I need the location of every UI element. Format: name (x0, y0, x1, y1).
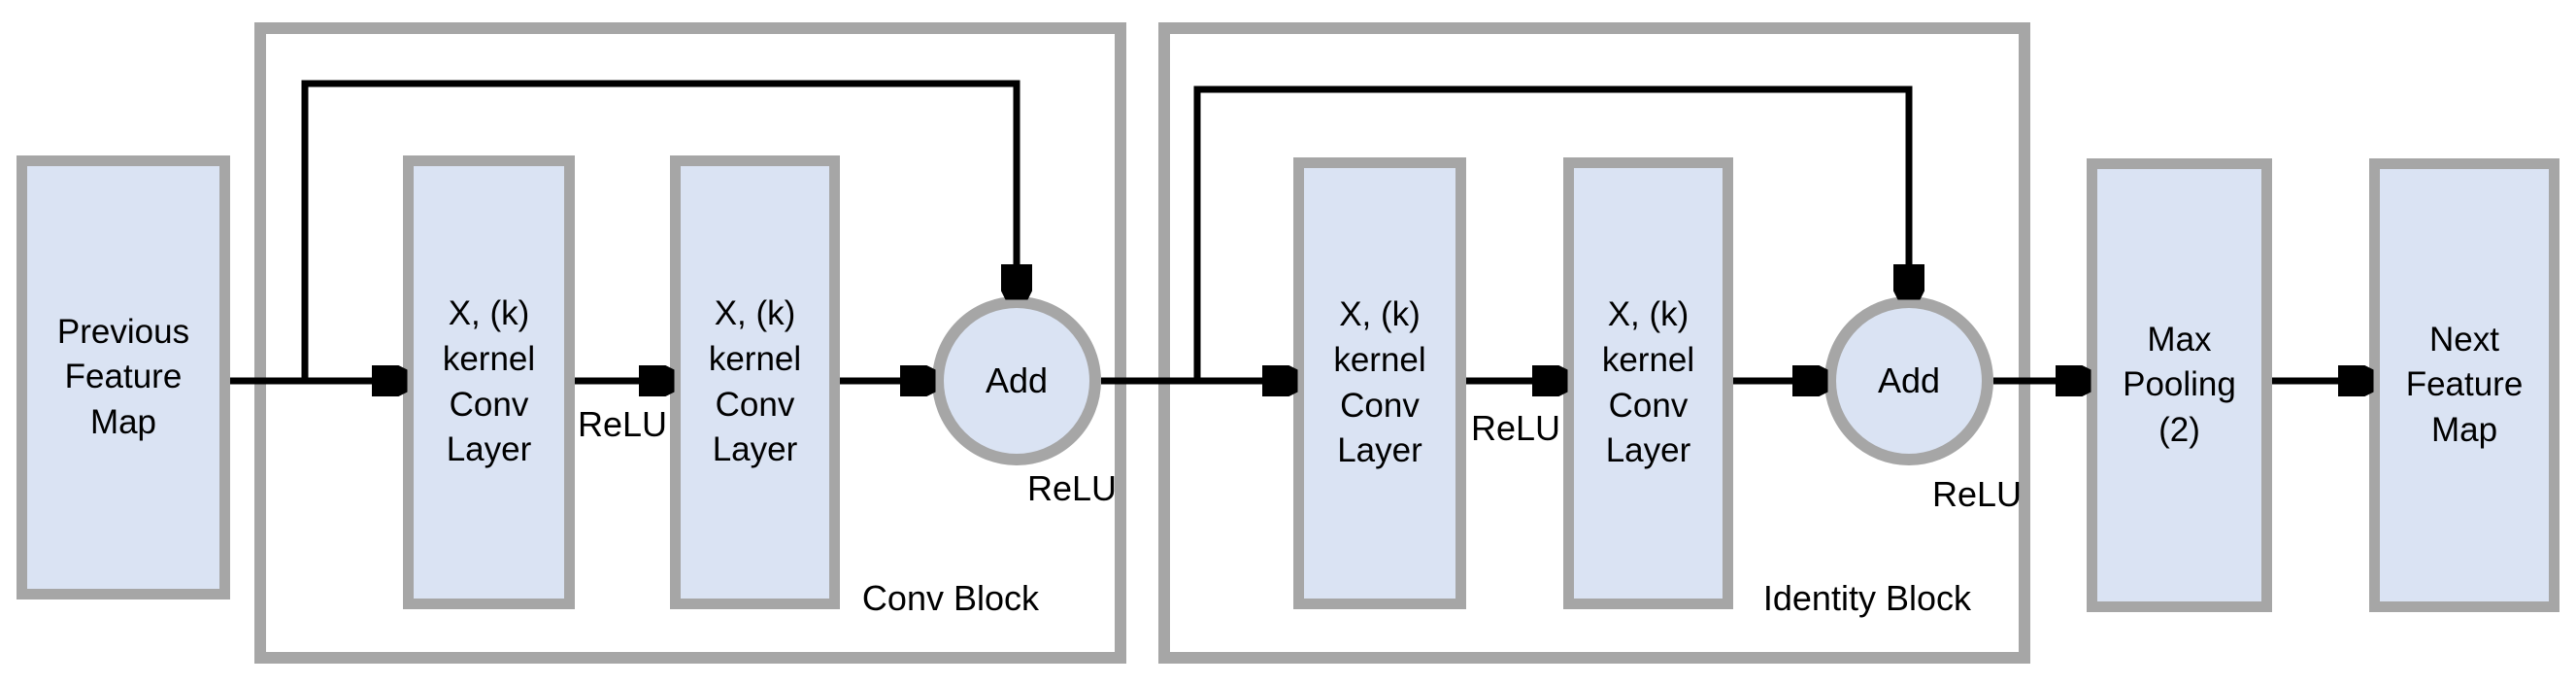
identity-block-output-relu-label: ReLU (1931, 474, 2023, 514)
identity-block-layer1-box: X, (k) kernel Conv Layer (1293, 157, 1466, 609)
max-pooling-label: Max Pooling (2) (2123, 320, 2236, 449)
identity-block-layer1-label: X, (k) kernel Conv Layer (1333, 295, 1426, 470)
conv-block-add-circle: Add (932, 296, 1101, 465)
conv-block-label: Conv Block (861, 578, 1039, 618)
identity-block-add-circle: Add (1824, 296, 1993, 465)
conv-block-layer2-label: X, (k) kernel Conv Layer (708, 294, 802, 469)
conv-block-layer2-box: X, (k) kernel Conv Layer (670, 155, 840, 609)
conv-block-relu-label: ReLU (577, 404, 668, 444)
identity-block-container: Identity Block (1158, 22, 2030, 664)
max-pooling-box: Max Pooling (2) (2087, 158, 2272, 612)
conv-block-add-label: Add (985, 360, 1049, 400)
next-feature-map-box: Next Feature Map (2369, 158, 2559, 612)
identity-block-label: Identity Block (1762, 578, 1971, 618)
identity-block-layer2-label: X, (k) kernel Conv Layer (1601, 295, 1695, 470)
identity-block-layer2-box: X, (k) kernel Conv Layer (1563, 157, 1733, 609)
conv-block-layer1-label: X, (k) kernel Conv Layer (442, 294, 536, 469)
conv-block-container: Conv Block (254, 22, 1126, 664)
previous-feature-map-box: Previous Feature Map (17, 155, 230, 599)
conv-block-layer1-box: X, (k) kernel Conv Layer (403, 155, 575, 609)
next-feature-map-label: Next Feature Map (2405, 320, 2524, 449)
identity-block-relu-label: ReLU (1470, 408, 1561, 448)
identity-block-add-label: Add (1877, 360, 1941, 400)
conv-block-output-relu-label: ReLU (1026, 468, 1118, 508)
previous-feature-map-label: Previous Feature Map (56, 312, 190, 441)
